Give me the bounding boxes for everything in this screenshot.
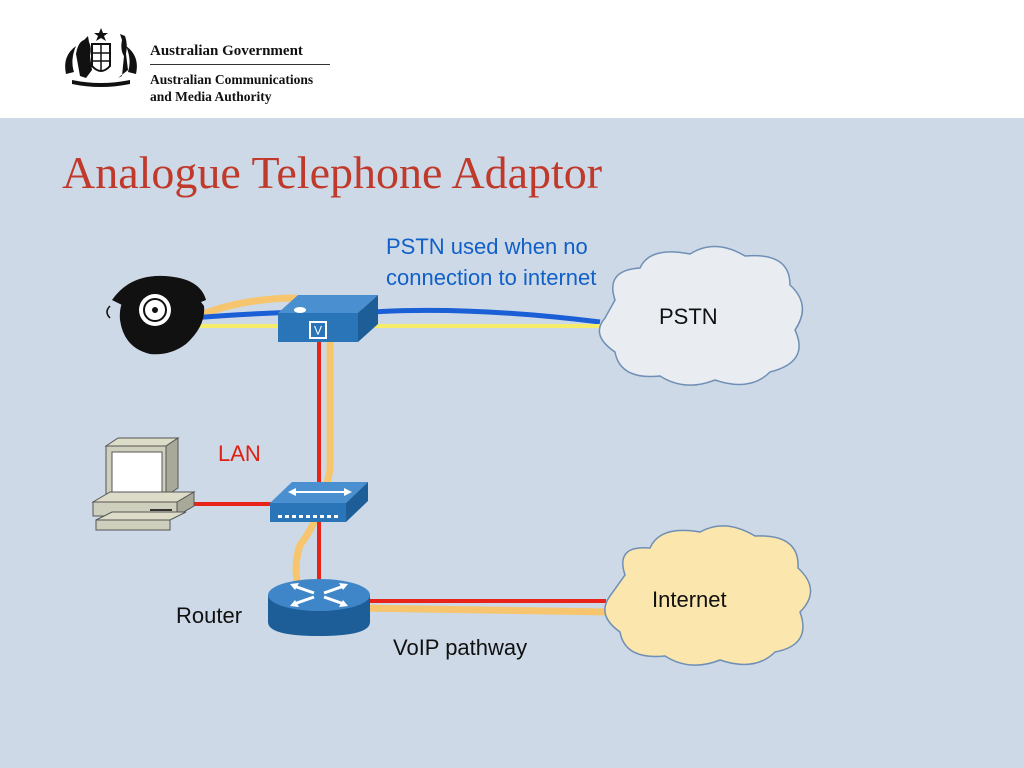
- coat-of-arms-logo: [65, 28, 137, 87]
- slide-title: Analogue Telephone Adaptor: [62, 147, 603, 198]
- router-icon: [268, 579, 370, 636]
- telephone-icon: [106, 275, 206, 355]
- internet-cloud-icon: [604, 525, 812, 666]
- ata-icon: V: [278, 295, 378, 342]
- switch-icon: [270, 482, 368, 522]
- router-label: Router: [176, 603, 243, 628]
- pstn-fallback-note-line1: PSTN used when no: [386, 234, 588, 259]
- lan-label: LAN: [218, 441, 261, 466]
- government-name: Australian Government: [150, 43, 303, 59]
- pstn-line: [191, 307, 601, 325]
- agency-name-line1: Australian Communications: [150, 72, 314, 87]
- pstn-fallback-note: PSTN used when no connection to internet: [386, 231, 596, 293]
- voip-pathway-label: VoIP pathway: [393, 635, 528, 660]
- header-bar: Australian Government Australian Communi…: [0, 0, 1024, 118]
- branding-divider: [150, 64, 330, 65]
- internet-cloud-label: Internet: [652, 587, 727, 612]
- ata-badge: V: [314, 324, 322, 338]
- pstn-cloud-label: PSTN: [659, 304, 718, 329]
- agency-name-line2: and Media Authority: [150, 89, 272, 104]
- computer-icon: [91, 437, 196, 531]
- pstn-fallback-note-line2: connection to internet: [386, 265, 597, 290]
- government-branding: Australian Government Australian Communi…: [150, 42, 330, 105]
- pstn-cloud-icon: [598, 245, 804, 386]
